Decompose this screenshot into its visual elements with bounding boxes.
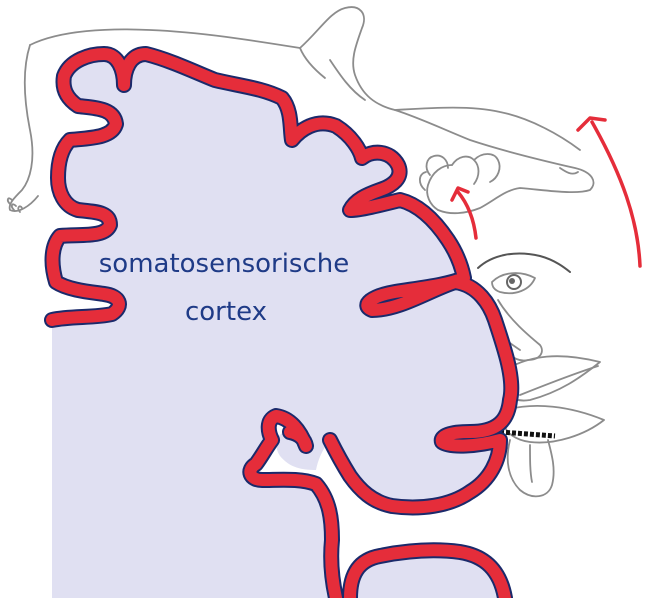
homunculus-tongue: [508, 440, 554, 496]
large-curved-arrow: [578, 118, 640, 266]
cortex-label-line-1: somatosensorische: [99, 249, 350, 279]
cortex-region: [52, 54, 511, 598]
homunculus-hand: [395, 110, 594, 213]
cortex-label-line-2: cortex: [185, 297, 267, 327]
cortex-fill: [52, 54, 511, 598]
